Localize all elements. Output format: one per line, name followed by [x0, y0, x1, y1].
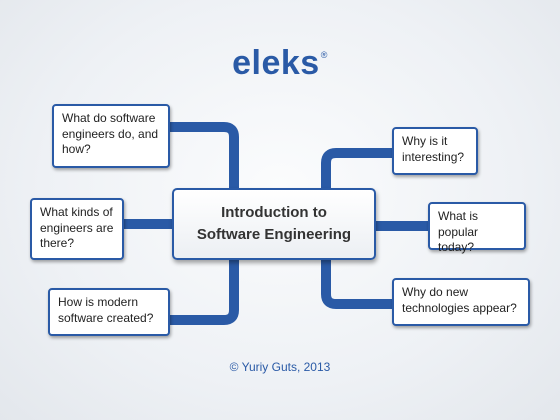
branch-why-interesting: Why is it interesting?	[392, 127, 478, 175]
branch-label: What is popular today?	[438, 209, 479, 255]
branch-label: Why is it interesting?	[402, 134, 465, 164]
connector-right-trunk	[321, 148, 392, 188]
registered-mark: ®	[320, 50, 328, 60]
branch-what-engineers-do: What do software engineers do, and how?	[52, 104, 170, 168]
branch-label: Why do new technologies appear?	[402, 285, 517, 315]
central-topic: Introduction to Software Engineering	[172, 188, 376, 260]
branch-how-software-created: How is modern software created?	[48, 288, 170, 336]
branch-kinds-of-engineers: What kinds of engineers are there?	[30, 198, 124, 260]
author-credit: © Yuriy Guts, 2013	[229, 360, 331, 374]
central-topic-line2: Software Engineering	[196, 226, 352, 243]
connector-left-bottom	[170, 260, 239, 325]
branch-label: How is modern software created?	[58, 295, 154, 325]
branch-new-technologies: Why do new technologies appear?	[392, 278, 530, 326]
branch-label: What do software engineers do, and how?	[62, 111, 159, 157]
connector-left-trunk	[170, 122, 239, 188]
connector-right-bottom	[321, 260, 392, 309]
eleks-logo: eleks®	[0, 44, 560, 83]
branch-label: What kinds of engineers are there?	[40, 205, 114, 251]
central-topic-line1: Introduction to	[221, 204, 327, 222]
branch-popular-today: What is popular today?	[428, 202, 526, 254]
logo-text: eleks	[232, 44, 320, 82]
